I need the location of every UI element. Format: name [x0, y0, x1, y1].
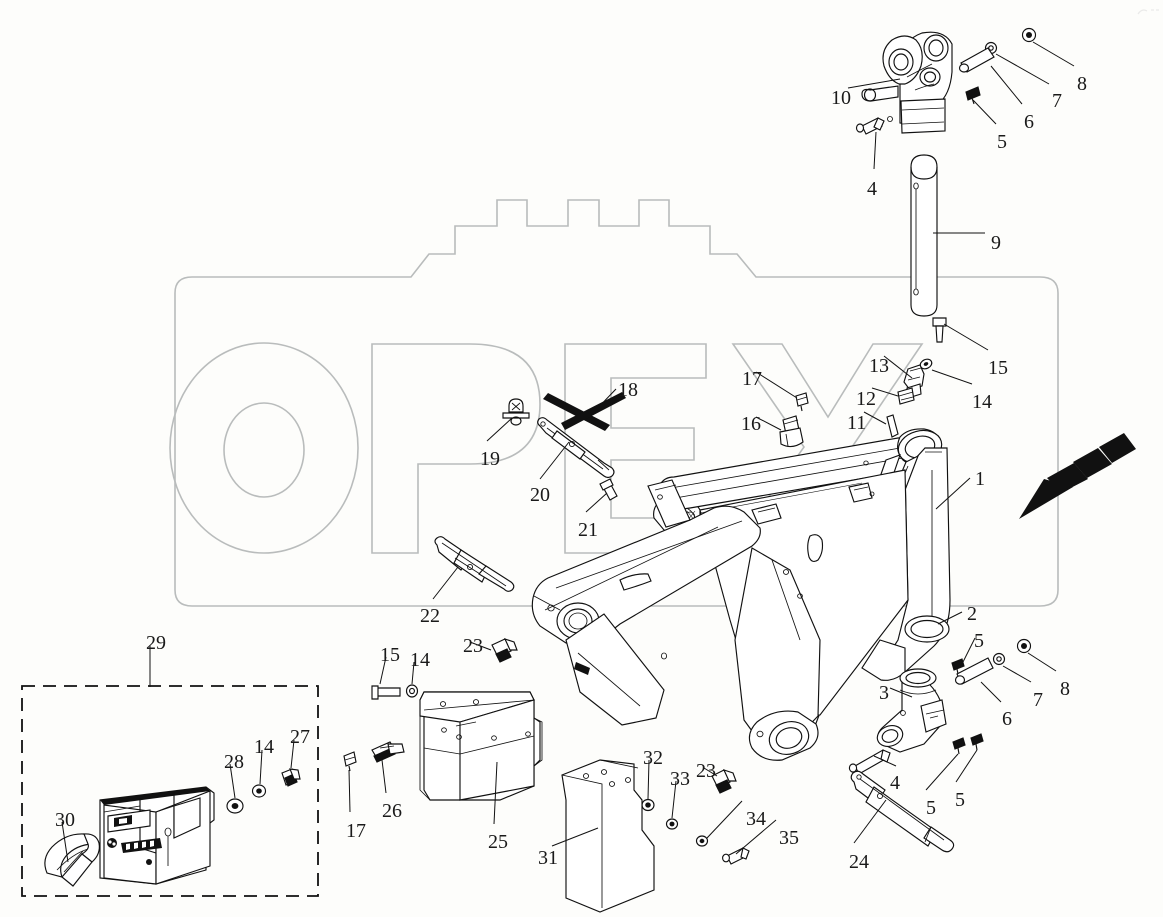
callout-8-bottom: 8 — [1060, 678, 1070, 700]
callout-3: 3 — [879, 682, 889, 704]
callout-7-bottom: 7 — [1033, 689, 1043, 711]
callout-8-top: 8 — [1077, 73, 1087, 95]
callout-32: 32 — [643, 747, 663, 769]
part-9-pivot-pin — [910, 154, 938, 317]
callout-28: 28 — [224, 751, 244, 773]
callout-13: 13 — [869, 355, 889, 377]
callout-14-inset: 14 — [254, 736, 274, 758]
callout-1: 1 — [975, 468, 985, 490]
callout-24: 24 — [849, 851, 869, 873]
part-27-latch-knob — [281, 768, 301, 787]
part-2-seal-ring — [904, 615, 950, 643]
fastener-group-clips — [779, 392, 809, 448]
callout-35: 35 — [779, 827, 799, 849]
part-19-valve-cap — [502, 398, 530, 426]
part-14-washer-inset — [251, 784, 267, 798]
callout-34: 34 — [746, 808, 766, 830]
callout-30: 30 — [55, 809, 75, 831]
part-30-handle — [44, 833, 100, 887]
callout-5-low-a: 5 — [926, 797, 936, 819]
part-24-hydraulic-cylinder — [850, 770, 955, 853]
fastener-group-mid — [886, 317, 947, 438]
part-25-battery-box — [419, 691, 543, 801]
direction-arrow — [1019, 433, 1136, 519]
callout-31: 31 — [538, 847, 558, 869]
callout-7-top: 7 — [1052, 90, 1062, 112]
callout-29: 29 — [146, 632, 166, 654]
callout-16: 16 — [741, 413, 761, 435]
inset-toolbox-kit — [21, 685, 319, 897]
callout-26: 26 — [382, 800, 402, 822]
part-3-pivot-housing — [876, 668, 947, 753]
callout-2: 2 — [967, 603, 977, 625]
callout-18: 18 — [618, 379, 638, 401]
callout-6-top: 6 — [1024, 111, 1034, 133]
callout-14-right: 14 — [972, 391, 992, 413]
part-18-wire — [543, 392, 626, 431]
callout-15-right: 15 — [988, 357, 1008, 379]
part-21-short-pin — [599, 478, 618, 501]
callout-11: 11 — [847, 412, 867, 434]
callout-17-bottom: 17 — [346, 820, 366, 842]
callout-4-bottom: 4 — [890, 772, 900, 794]
part-28-washer-large — [226, 798, 244, 814]
callout-5-mid: 5 — [974, 630, 984, 652]
callout-6-bottom: 6 — [1002, 708, 1012, 730]
callout-23-upper: 23 — [463, 635, 483, 657]
callout-14-mid: 14 — [410, 649, 430, 671]
callout-4-top: 4 — [867, 178, 877, 200]
callout-25: 25 — [488, 831, 508, 853]
part-20-small-cylinder — [537, 417, 615, 479]
callout-23-lower: 23 — [696, 760, 716, 782]
part-31-side-guard — [561, 759, 655, 913]
part-23a-bolt — [491, 638, 518, 663]
leader-lines — [61, 41, 1075, 863]
toolbox-body — [99, 786, 215, 885]
part-1-lift-arm-assembly — [531, 428, 951, 761]
callout-12: 12 — [856, 388, 876, 410]
part-10-yoke — [861, 31, 953, 134]
callout-33: 33 — [670, 768, 690, 790]
callout-10: 10 — [831, 87, 851, 109]
callout-19: 19 — [480, 448, 500, 470]
part-22-pivot-shaft — [434, 536, 515, 592]
fastener-group-bottom — [641, 769, 750, 865]
callout-21: 21 — [578, 519, 598, 541]
callout-20: 20 — [530, 484, 550, 506]
callout-9: 9 — [991, 232, 1001, 254]
callout-15-mid: 15 — [380, 644, 400, 666]
callout-5-low-b: 5 — [955, 789, 965, 811]
callout-5-top: 5 — [997, 131, 1007, 153]
fastener-group-lower-right — [848, 638, 1032, 775]
callout-22: 22 — [420, 605, 440, 627]
fastener-group-top — [855, 27, 1037, 135]
fastener-group-left-of-box — [343, 684, 419, 772]
corner-mark — [1137, 9, 1159, 15]
callout-27: 27 — [290, 726, 310, 748]
callout-17-top: 17 — [742, 368, 762, 390]
